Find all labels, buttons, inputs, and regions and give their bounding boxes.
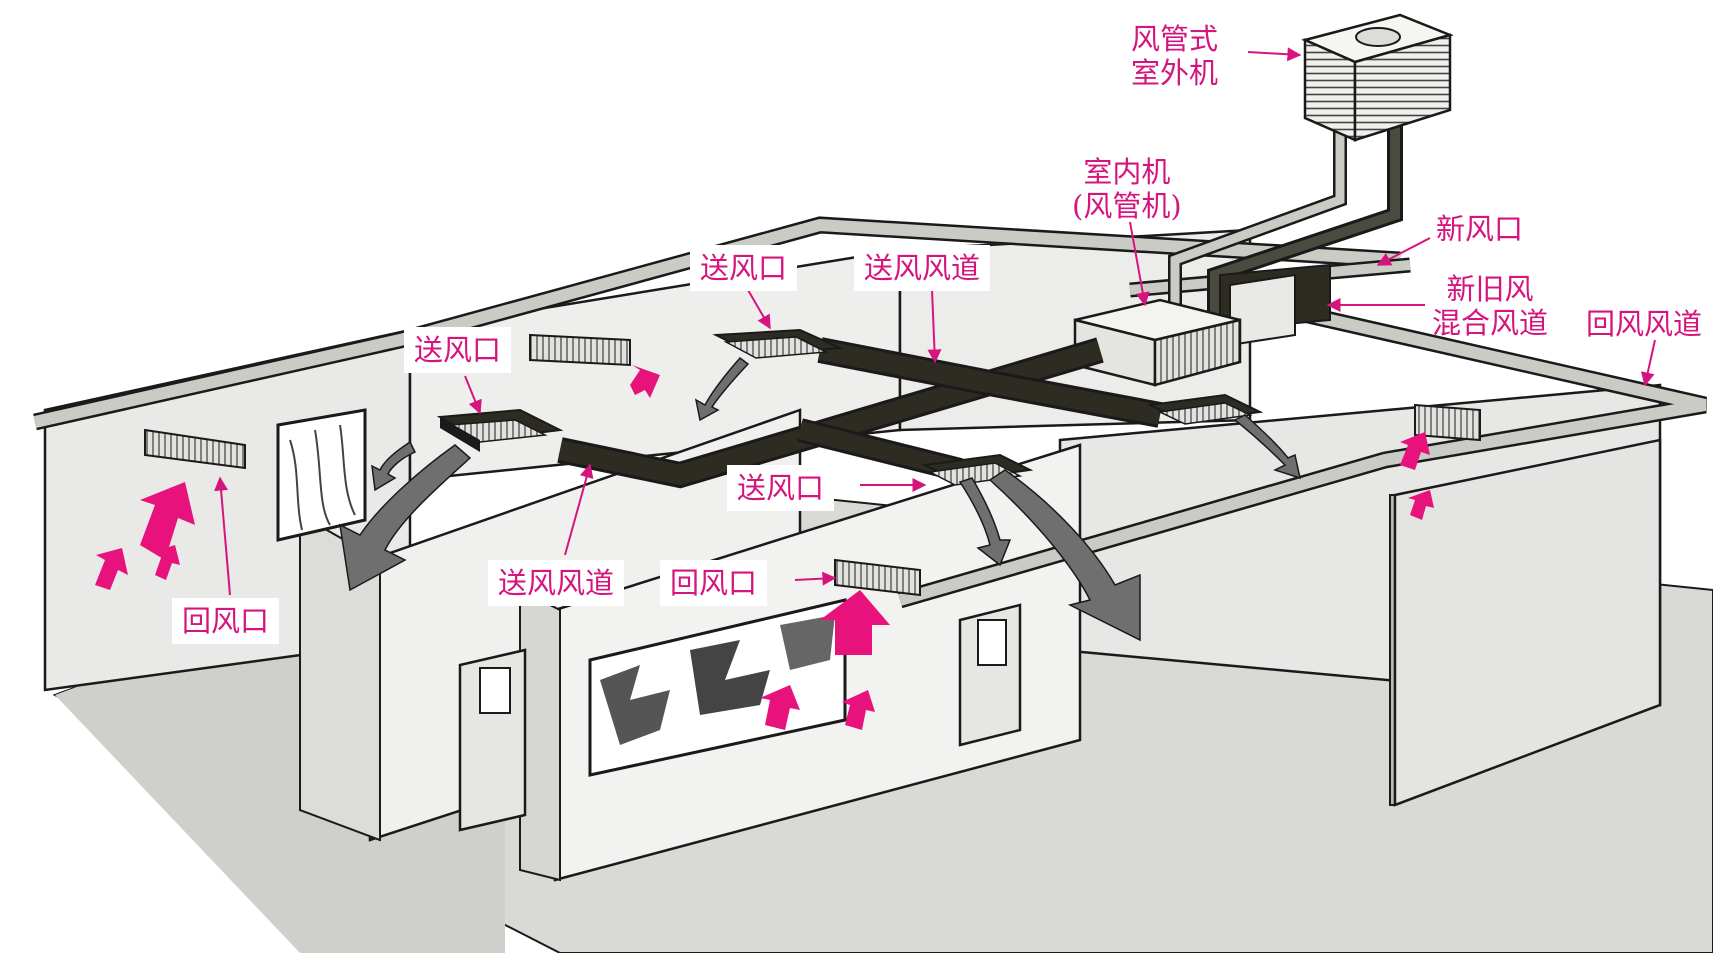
indoor-unit [1073, 263, 1331, 387]
outdoor-unit-label: 风管式 室外机 [1131, 22, 1219, 90]
supply-duct-bottom-label: 送风风道 [488, 560, 625, 606]
supply-outlet-left-label: 送风口 [404, 327, 512, 373]
supply-outlet-top-label: 送风口 [690, 245, 798, 291]
mixing-duct-label: 新旧风 混合风道 [1432, 272, 1549, 340]
supply-duct-top-label: 送风风道 [854, 245, 991, 291]
return-air-duct [33, 216, 1707, 609]
return-inlets [144, 333, 1481, 597]
fresh-air-inlet-label: 新风口 [1436, 212, 1524, 246]
wall-decor [276, 408, 1022, 832]
return-inlet-center-label: 回风口 [660, 560, 768, 606]
supply-outlets [436, 328, 1264, 486]
return-air-duct-label: 回风风道 [1586, 307, 1703, 341]
return-inlet-left-label: 回风口 [172, 598, 280, 644]
outdoor-unit [1301, 13, 1454, 142]
supply-outlet-center-label: 送风口 [727, 465, 835, 511]
indoor-unit-label: 室内机 (风管机) [1072, 155, 1182, 223]
supply-airflow-arrows [339, 356, 1302, 642]
return-airflow-arrows [95, 365, 1434, 730]
callout-lines [214, 47, 1656, 596]
refrigerant-pipes [1168, 120, 1403, 330]
